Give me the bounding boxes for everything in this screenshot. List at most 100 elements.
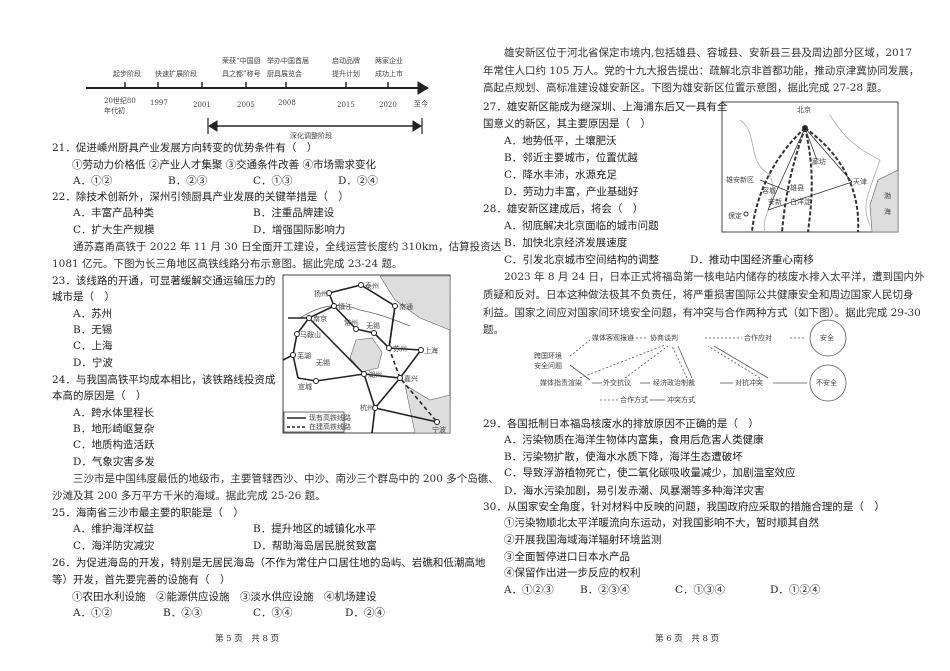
timeline-stage: 起步阶段 (113, 70, 141, 78)
yangtze-delta-rail-map (282, 274, 451, 434)
question-items: ①污染物顺北太平洋暖流向东运动，对我国影响不大，暂时顺其自然 (504, 517, 819, 529)
option: C．导致浮游植物死亡，使二氧化碳吸收量减少，加剧温室效应 (504, 467, 796, 479)
timeline-stage: 启动品牌 (332, 57, 360, 65)
diagram-node: 媒体指责渲染 (540, 379, 582, 387)
map-label: 廊坊 (812, 158, 826, 166)
map-city: 苏州 (393, 345, 407, 353)
option: C．海洋防灾减灾 (73, 540, 155, 552)
option: A．彻底解决北京面临的城市问题 (504, 220, 659, 232)
passage: 通苏嘉甬高铁于 2022 年 11 月 30 日全面开工建设，全线运营长度约 3… (73, 241, 502, 253)
question-stem: 本高的原因是（ ） (52, 390, 147, 402)
timeline-year: 1997 (150, 99, 168, 107)
option: B．②③ (168, 175, 208, 187)
timeline-stage: 厨具展览会 (267, 70, 302, 78)
option: A．跨水体里程长 (73, 407, 155, 419)
timeline-stage: 举办中国首届 (267, 57, 309, 65)
map-label: 海 (884, 208, 891, 216)
question-items: ①农田水利设施 ②能源供应设施 ③淡水供应设施 ④机场建设 (72, 591, 377, 603)
option: B．污染物扩散，使海水水质下降，海洋生态遭破坏 (504, 451, 743, 463)
timeline-year: 2005 (237, 101, 255, 109)
diagram-legend: 冲突方式 (667, 396, 695, 404)
option: C．③④ (253, 607, 293, 619)
map-city: 常州 (344, 319, 358, 327)
map-label: 保定 (728, 212, 742, 220)
map-label: 容城 (762, 187, 776, 195)
option: B．邻近主要城市，位置优越 (504, 152, 638, 164)
option: B．加快北京经济发展速度 (504, 237, 628, 249)
passage: 三沙市是中国纬度最低的地级市，主要管辖西沙、中沙、南沙三个群岛中的 200 多个… (73, 473, 499, 485)
map-city: 芜湖 (297, 352, 311, 360)
question-stem: 城市是（ ） (52, 291, 115, 303)
option: C．降水丰沛，水源充足 (504, 169, 618, 181)
question-stem: 国意义的新区，其主要原因是（ ） (483, 118, 651, 130)
question-items: ③全面暂停进口日本水产品 (504, 551, 630, 563)
option: C．①③④ (675, 584, 726, 596)
diagram-node: 对抗冲突 (735, 379, 763, 387)
option: A．苏州 (73, 308, 113, 320)
option: C．①③ (253, 175, 293, 187)
question-items: ①劳动力价格低 ②产业人才集聚 ③交通条件改善 ④市场需求变化 (72, 159, 377, 171)
map-legend: 在建高铁线路 (309, 423, 351, 431)
option: B．注重品牌建设 (253, 207, 335, 219)
option: A．污染物质在海洋生物体内富集，食用后危害人类健康 (504, 434, 764, 446)
map-label: 白洋淀 (790, 198, 811, 206)
diagram-node: 安全问题 (534, 362, 562, 370)
timeline-stage: 荣获“中国厨 (222, 57, 261, 65)
page-footer: 第 5 页 共 8 页 (215, 634, 280, 644)
map-city: 无锡 (316, 359, 330, 367)
passage: 利益。国家之间应对国家间环境安全问题，有冲突与合作两种方式（如下图）。据此完成 … (483, 307, 921, 319)
option: D．帮助海岛居民脱贫致富 (253, 540, 377, 552)
option: B．②③④ (580, 584, 630, 596)
passage: 年常住人口约 105 万人。党的十九大报告提出：疏解北京非首都功能，推动京津冀协… (483, 65, 920, 77)
page-footer: 第 6 页 共 8 页 (655, 634, 720, 644)
timeline-year: 2020 (379, 101, 397, 109)
question-stem: 28．雄安新区建成后，将会（ ） (483, 203, 644, 215)
map-city: 上海 (424, 347, 438, 355)
timeline-stage: 具之都”称号 (222, 70, 261, 78)
diagram-node: 媒体客观报道 (592, 334, 634, 342)
question-items: ②开展我国海域海洋辐射环境监测 (504, 534, 662, 546)
map-city: 杭州 (360, 404, 374, 412)
timeline-stage: 快速扩展阶段 (155, 70, 197, 78)
passage: 1081 亿元。下图为长三角地区高铁线路分布示意图。据此完成 23-24 题。 (52, 258, 403, 270)
question-stem: 24．与我国高铁平均成本相比，该铁路线投资成 (52, 374, 276, 386)
map-city: 镇江 (338, 303, 352, 311)
passage: 沙滩及其 200 多万平方千米的海域。据此完成 25-26 题。 (52, 490, 326, 502)
map-city: 湖州 (368, 371, 382, 379)
option: A．①② (73, 175, 113, 187)
map-city: 扬州 (314, 290, 328, 298)
question-stem: 21．促进嵊州厨具产业发展方向转变的优势条件有（ ） (52, 142, 318, 154)
timeline-year: 年代初 (104, 107, 125, 115)
option: B．②③ (163, 607, 203, 619)
map-label: 雄县 (790, 184, 804, 192)
map-label: 天津 (853, 178, 867, 186)
question-stem: 25．海南省三沙市最主要的职能是（ ） (52, 507, 244, 519)
question-stem: 30．从国家安全角度，针对材料中反映的问题，我国政府应采取的措施合理的是（ ） (483, 501, 885, 513)
question-stem: 29．各国抵制日本福岛核废水的排放原因不正确的是（ ） (483, 418, 759, 430)
question-stem: 等）开发，首先要完善的设施有（ ） (52, 574, 231, 586)
map-city: 泰州 (365, 282, 379, 290)
timeline-year: 2015 (337, 101, 355, 109)
map-city: 宁波 (432, 426, 446, 434)
option: D．增强国际影响力 (253, 224, 346, 236)
diagram-legend: 合作方式 (620, 396, 648, 404)
map-label: 安新 (768, 198, 782, 206)
cooperation-conflict-diagram (569, 319, 847, 402)
timeline-stage: 提升计划 (332, 70, 360, 78)
timeline-year: 2001 (193, 101, 211, 109)
passage: 题。 (483, 324, 504, 336)
option: C．引发北京城市空间结构的调整 (504, 254, 660, 266)
diagram-node: 不安全 (816, 379, 837, 387)
timeline-year: 至今 (414, 100, 428, 108)
diagram-node: 外交抗议 (603, 379, 631, 387)
timeline-year: 20世纪80 (104, 97, 136, 105)
timeline-figure (86, 81, 429, 134)
question-items: ④保留作出进一步反应的权利 (504, 567, 641, 579)
timeline-deep-stage: 深化调整阶段 (290, 132, 332, 140)
timeline-stage: 成功上市 (375, 70, 403, 78)
option: D．②④ (345, 607, 385, 619)
map-city: 嘉兴 (404, 375, 418, 383)
xiongan-location-map (721, 101, 899, 233)
question-stem: 22．除技术创新外，深州引领厨具产业发展的关键举措是（ ） (52, 191, 349, 203)
